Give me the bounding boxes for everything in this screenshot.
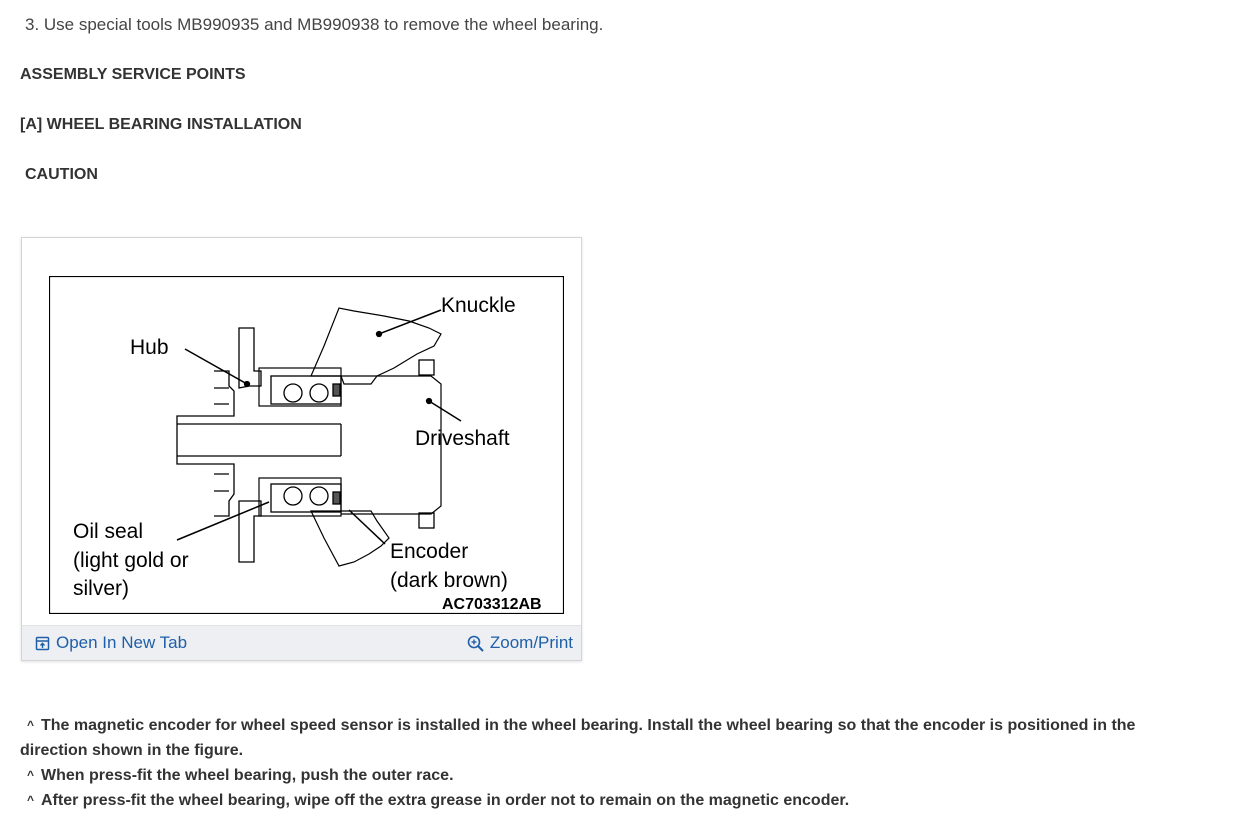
section-heading-assembly: ASSEMBLY SERVICE POINTS [20,66,246,83]
figure-footer: Open In New Tab Zoom/Print [22,625,581,660]
note-item: ^ When press-fit the wheel bearing, push … [20,763,1220,788]
label-encoder-line1: Encoder [390,540,468,563]
section-heading-installation: [A] WHEEL BEARING INSTALLATION [20,116,302,133]
label-oil-seal-line2: (light gold or [73,549,189,572]
note-item: ^ The magnetic encoder for wheel speed se… [20,713,1220,738]
label-encoder-line2: (dark brown) [390,569,508,592]
caution-heading: CAUTION [25,166,98,183]
zoom-print-link[interactable]: Zoom/Print [467,633,573,653]
note-item: ^ After press-fit the wheel bearing, wipe… [20,788,1220,813]
step-instruction: 3. Use special tools MB990935 and MB9909… [25,15,604,34]
note-continuation: direction shown in the figure. [20,742,244,759]
zoom-in-icon [467,635,484,652]
caution-notes: ^ The magnetic encoder for wheel speed se… [20,713,1220,813]
note-bullet: ^ [26,718,34,732]
open-in-new-tab-link[interactable]: Open In New Tab [35,633,187,653]
label-driveshaft: Driveshaft [415,427,510,450]
note-text: After press-fit the wheel bearing, wipe … [41,792,850,809]
open-new-tab-icon [35,636,50,650]
note-text: When press-fit the wheel bearing, push t… [41,767,454,784]
label-oil-seal-line3: silver) [73,577,129,600]
label-knuckle: Knuckle [441,294,516,317]
zoom-print-label: Zoom/Print [489,633,573,652]
label-hub: Hub [130,336,169,359]
wheel-bearing-diagram: Knuckle Hub Driveshaft Oil seal (light g… [49,276,564,614]
label-oil-seal-line1: Oil seal [73,520,143,543]
note-bullet: ^ [26,768,34,782]
figure-card: Knuckle Hub Driveshaft Oil seal (light g… [21,237,582,661]
note-text: The magnetic encoder for wheel speed sen… [41,717,1136,734]
note-bullet: ^ [26,793,34,807]
open-in-new-tab-label: Open In New Tab [56,633,188,652]
figure-code: AC703312AB [442,596,542,613]
